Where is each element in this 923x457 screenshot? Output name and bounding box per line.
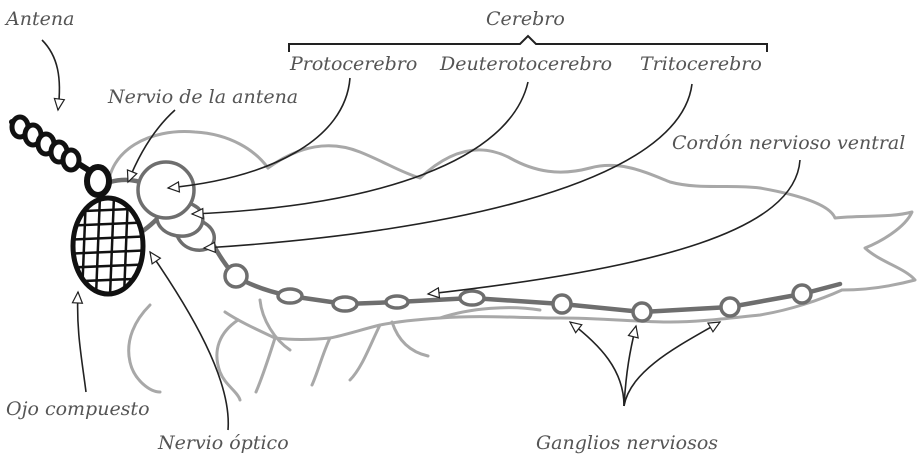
label-protocerebro: Protocerebro <box>290 55 417 74</box>
label-cordon: Cordón nervioso ventral <box>672 134 905 153</box>
dorsal-outline <box>268 146 915 290</box>
antenna <box>12 117 109 195</box>
ganglia <box>225 265 811 321</box>
cerebro-bracket <box>289 36 767 52</box>
ganglion-6 <box>553 295 571 313</box>
brain <box>138 162 214 250</box>
leader-ganglio-3 <box>624 322 720 406</box>
ganglion-9 <box>793 285 811 303</box>
protocerebrum <box>138 162 194 218</box>
label-antena: Antena <box>6 10 74 29</box>
leader-ganglio-1 <box>570 322 624 406</box>
ganglion-3 <box>333 297 357 311</box>
leg-outline-4 <box>392 322 428 356</box>
leader-ojo <box>78 292 86 392</box>
ganglion-7 <box>633 303 651 321</box>
leg-outline-1 <box>217 320 240 400</box>
ganglion-1 <box>225 265 247 287</box>
leader-cordon <box>428 160 800 294</box>
ganglion-8 <box>721 298 739 316</box>
antenna-segment-5 <box>63 150 79 170</box>
leader-nervio-optico <box>150 252 228 430</box>
label-cerebro: Cerebro <box>486 10 565 29</box>
ganglion-5 <box>460 291 484 305</box>
leg-outline-2 <box>129 305 160 392</box>
ganglion-4 <box>386 296 408 308</box>
ganglion-2 <box>278 289 302 303</box>
label-ganglios: Ganglios nerviosos <box>536 434 718 453</box>
leader-antena <box>42 40 59 110</box>
label-deuterotocerebro: Deuterotocerebro <box>440 55 612 74</box>
antenna-base <box>87 167 109 195</box>
leader-ganglio-2 <box>624 326 636 406</box>
label-tritocerebro: Tritocerebro <box>640 55 762 74</box>
compound-eye <box>60 196 156 296</box>
label-nervio-optico: Nervio óptico <box>158 434 289 453</box>
label-nervio-antena: Nervio de la antena <box>108 88 298 107</box>
label-ojo: Ojo compuesto <box>6 400 150 419</box>
